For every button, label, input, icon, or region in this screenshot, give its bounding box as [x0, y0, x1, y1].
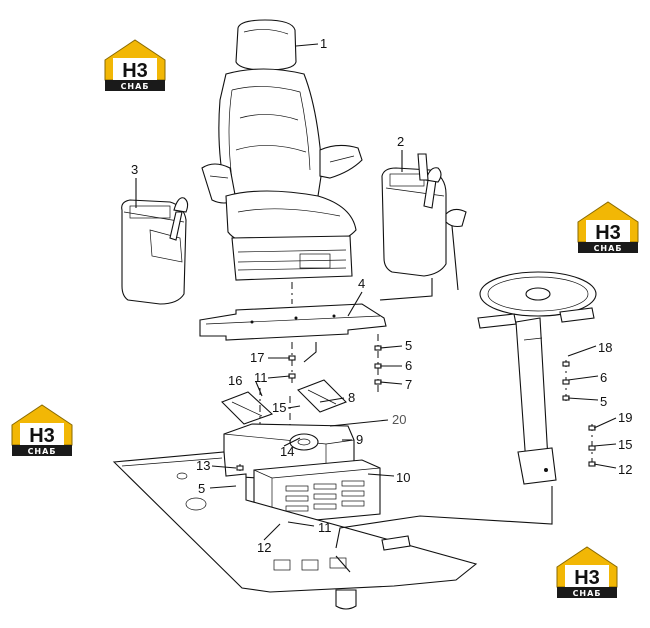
- callout-5: 5: [198, 481, 205, 496]
- brand-logo: H3 CHAБ: [11, 404, 73, 457]
- callout-17: 17: [250, 350, 264, 365]
- svg-text:H3: H3: [595, 222, 621, 244]
- svg-text:H3: H3: [29, 425, 55, 447]
- callout-19: 19: [618, 410, 632, 425]
- callout-5: 5: [405, 338, 412, 353]
- harness-line: [335, 486, 553, 549]
- callout-labels: 1 2 3 4 5 6 7 17 11 16 15 8 20 14 9 13 5…: [131, 36, 632, 555]
- callout-11: 11: [318, 520, 332, 535]
- svg-text:H3: H3: [122, 60, 148, 82]
- callout-9: 9: [356, 432, 363, 447]
- callout-3: 3: [131, 162, 138, 177]
- right-control-console: [381, 153, 467, 291]
- brand-logo: H3 CHAБ: [104, 39, 166, 92]
- leader-lines: [135, 43, 617, 541]
- callout-14: 14: [280, 444, 294, 459]
- seat-slide-rails: [221, 379, 347, 428]
- callout-4: 4: [358, 276, 365, 291]
- fastener-stack: [562, 360, 570, 402]
- callout-5: 5: [600, 394, 607, 409]
- callout-6: 6: [600, 370, 607, 385]
- callout-16: 16: [228, 373, 242, 388]
- callout-15: 15: [618, 437, 632, 452]
- left-control-console: [121, 197, 189, 305]
- brand-logo: H3 CHAБ: [556, 546, 618, 599]
- callout-11: 11: [254, 370, 268, 385]
- callout-6: 6: [405, 358, 412, 373]
- callout-20: 20: [392, 412, 406, 427]
- svg-text:CHAБ: CHAБ: [573, 589, 602, 598]
- harness-line: [379, 278, 433, 301]
- callout-15: 15: [272, 400, 286, 415]
- callout-8: 8: [348, 390, 355, 405]
- fastener-stack: [288, 342, 317, 386]
- svg-text:CHAБ: CHAБ: [594, 244, 623, 253]
- callout-1: 1: [320, 36, 327, 51]
- callout-2: 2: [397, 134, 404, 149]
- fastener-stack: [374, 334, 382, 392]
- callout-13: 13: [196, 458, 210, 473]
- callout-7: 7: [405, 377, 412, 392]
- seat-mount-plate: [199, 303, 387, 341]
- callout-10: 10: [396, 470, 410, 485]
- callout-12: 12: [257, 540, 271, 555]
- cab-floor-plate: [112, 451, 478, 610]
- callout-18: 18: [598, 340, 612, 355]
- callout-12: 12: [618, 462, 632, 477]
- operator-seat: [201, 19, 363, 281]
- brand-logo: H3 CHAБ: [577, 201, 639, 254]
- fastener-stack: [588, 424, 596, 467]
- svg-text:H3: H3: [574, 567, 600, 589]
- svg-text:CHAБ: CHAБ: [121, 82, 150, 91]
- steering-column: [477, 271, 597, 485]
- svg-text:CHAБ: CHAБ: [28, 447, 57, 456]
